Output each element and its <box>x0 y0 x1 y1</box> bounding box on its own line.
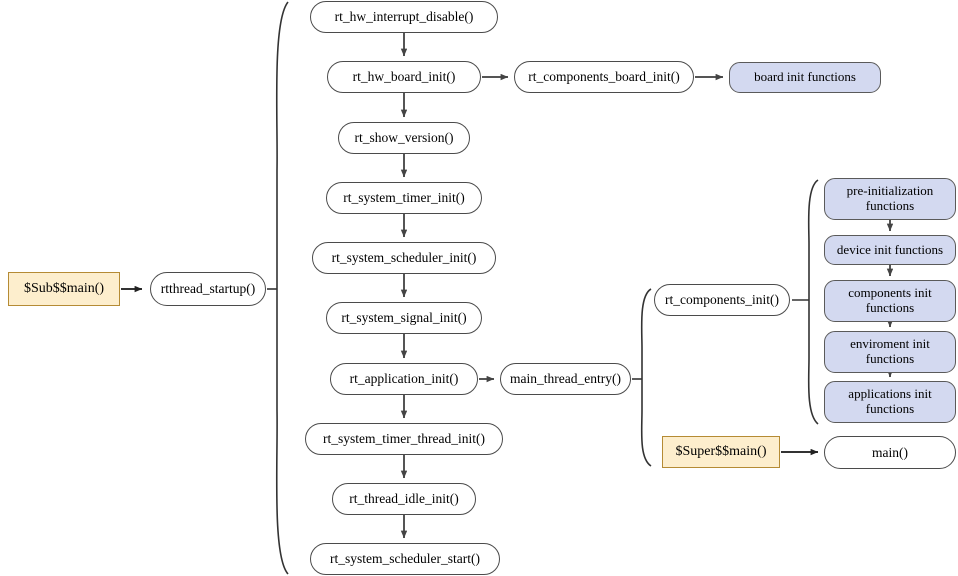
node-enviroment-init-functions[interactable]: enviroment init functions <box>824 331 956 373</box>
node-rt-components-board-init[interactable]: rt_components_board_init() <box>514 61 694 93</box>
node-rt-system-timer-init[interactable]: rt_system_timer_init() <box>326 182 482 214</box>
node-board-init-functions[interactable]: board init functions <box>729 62 881 93</box>
node-rt-application-init[interactable]: rt_application_init() <box>330 363 478 395</box>
node-rt-system-scheduler-start[interactable]: rt_system_scheduler_start() <box>310 543 500 575</box>
node-main[interactable]: main() <box>824 436 956 469</box>
node-main-thread-entry[interactable]: main_thread_entry() <box>500 363 631 395</box>
node-rt-components-init[interactable]: rt_components_init() <box>654 284 790 316</box>
node-super-main[interactable]: $Super$$main() <box>662 436 780 468</box>
node-sub-main[interactable]: $Sub$$main() <box>8 272 120 306</box>
components-brace <box>807 179 819 425</box>
node-rt-thread-idle-init[interactable]: rt_thread_idle_init() <box>332 483 476 515</box>
main-thread-brace <box>640 288 652 467</box>
node-rt-system-scheduler-init[interactable]: rt_system_scheduler_init() <box>312 242 496 274</box>
node-rtthread-startup[interactable]: rtthread_startup() <box>150 272 266 306</box>
node-rt-hw-board-init[interactable]: rt_hw_board_init() <box>327 61 481 93</box>
node-rt-system-timer-thread-init[interactable]: rt_system_timer_thread_init() <box>305 423 503 455</box>
node-rt-hw-interrupt-disable[interactable]: rt_hw_interrupt_disable() <box>310 1 498 33</box>
node-device-init-functions[interactable]: device init functions <box>824 235 956 265</box>
node-applications-init-functions[interactable]: applications init functions <box>824 381 956 423</box>
node-rt-system-signal-init[interactable]: rt_system_signal_init() <box>326 302 482 334</box>
node-pre-initialization-functions[interactable]: pre-initialization functions <box>824 178 956 220</box>
startup-brace <box>275 1 289 575</box>
node-rt-show-version[interactable]: rt_show_version() <box>338 122 470 154</box>
node-components-init-functions[interactable]: components init functions <box>824 280 956 322</box>
